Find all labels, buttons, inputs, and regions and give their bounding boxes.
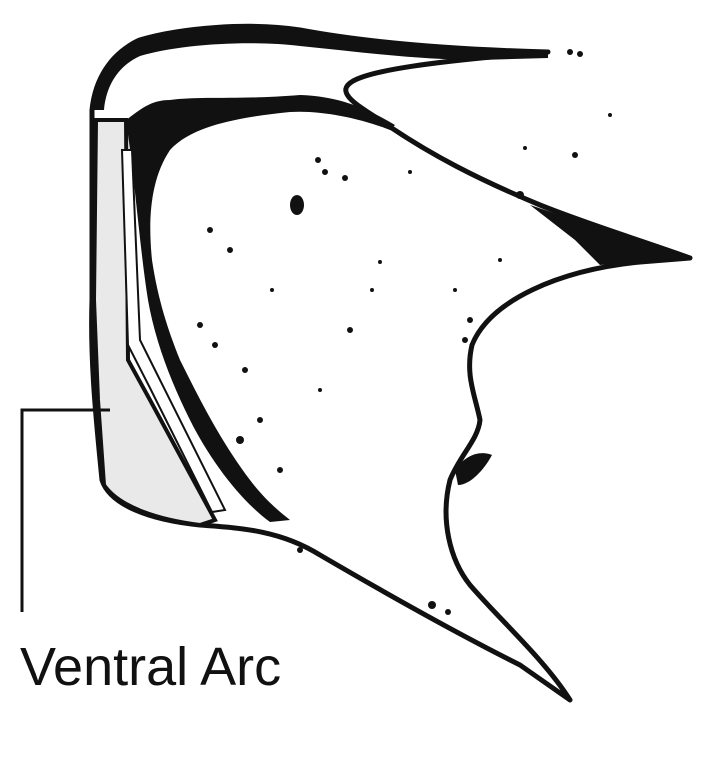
callout-leader: [20, 408, 110, 612]
right-spur: [530, 205, 690, 265]
notch: [455, 453, 492, 485]
dorsal-edge: [90, 24, 548, 110]
ventral-channel: [120, 149, 227, 514]
ventral-arc-label: Ventral Arc: [20, 637, 282, 697]
inner-cortex: [126, 95, 395, 522]
stipple-dots: [197, 49, 612, 615]
